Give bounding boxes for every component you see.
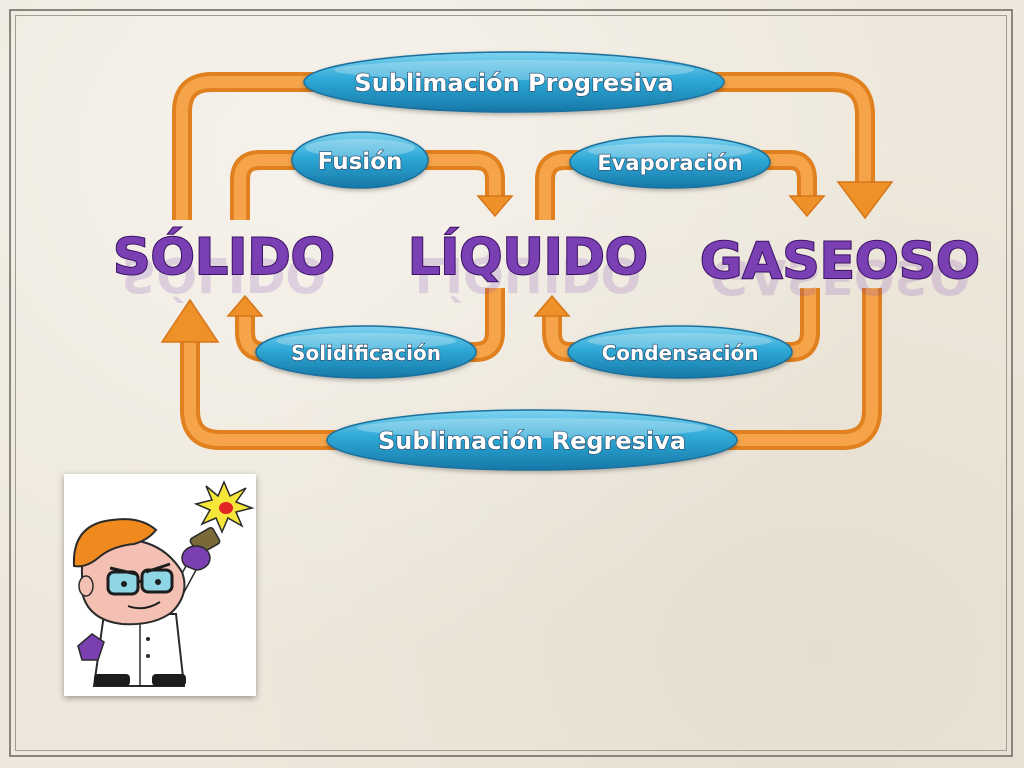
state-liquid-reflection: LÍQUIDO bbox=[415, 246, 642, 303]
state-solid: SÓLIDO SÓLIDO bbox=[112, 226, 336, 303]
state-gas-reflection: GASEOSO bbox=[710, 248, 970, 304]
label-sublimation-regressive: Sublimación Regresiva bbox=[378, 427, 686, 455]
state-gas: GASEOSO GASEOSO bbox=[699, 231, 981, 304]
state-liquid: LÍQUIDO LÍQUIDO bbox=[407, 226, 649, 303]
pill-sublimation-regressive: Sublimación Regresiva bbox=[326, 409, 738, 471]
state-liquid-label: LÍQUIDO bbox=[408, 227, 648, 286]
pill-solidification: Solidificación bbox=[255, 325, 477, 379]
state-solid-label: SÓLIDO bbox=[113, 227, 335, 286]
arrowhead-liquid-bottom bbox=[533, 294, 571, 317]
arrowhead-liquid-top bbox=[476, 195, 514, 218]
slide-frame-inner bbox=[15, 15, 1007, 751]
label-evaporation: Evaporación bbox=[597, 151, 742, 175]
pill-condensation: Condensación bbox=[567, 325, 793, 379]
pill-sublimation-progressive: Sublimación Progresiva bbox=[303, 51, 725, 113]
hair-icon bbox=[72, 518, 158, 568]
state-gas-label: GASEOSO bbox=[700, 232, 980, 290]
flask-contents-icon bbox=[219, 502, 233, 514]
arrowhead-gas-top bbox=[836, 181, 894, 220]
pill-evaporation: Evaporación bbox=[569, 135, 771, 189]
label-fusion: Fusión bbox=[318, 149, 403, 175]
label-solidification: Solidificación bbox=[291, 341, 441, 365]
label-sublimation-progressive: Sublimación Progresiva bbox=[354, 69, 673, 97]
slide-frame-outer bbox=[9, 9, 1013, 757]
arrowhead-solid-bottom bbox=[160, 298, 220, 343]
arrowheads bbox=[160, 181, 894, 343]
pill-fusion: Fusión bbox=[291, 131, 429, 189]
label-condensation: Condensación bbox=[602, 341, 759, 365]
scientist-illustration bbox=[64, 474, 256, 696]
cartoon-scientist-icon bbox=[72, 480, 255, 687]
arrowhead-gas-inner-top bbox=[788, 195, 826, 218]
state-solid-reflection: SÓLIDO bbox=[122, 246, 326, 303]
arrowhead-solid-inner-bottom bbox=[226, 294, 264, 317]
